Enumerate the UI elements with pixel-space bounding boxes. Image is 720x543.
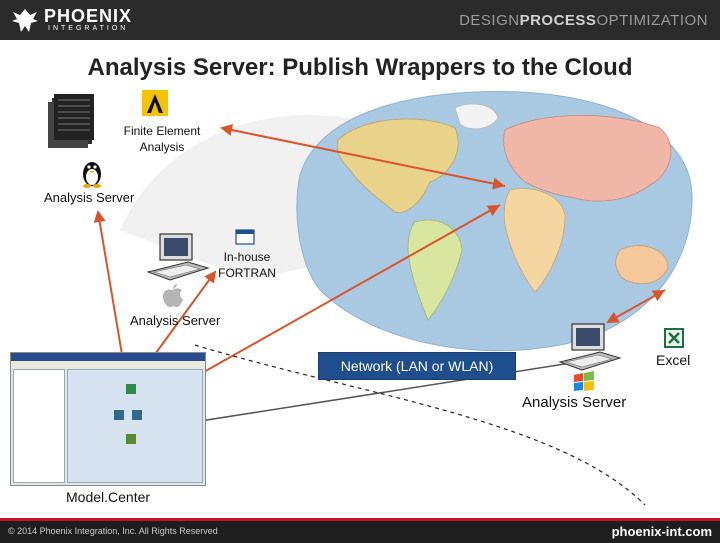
australia (615, 245, 669, 285)
modelcenter-label: Model.Center (66, 489, 151, 505)
footer-copyright: © 2014 Phoenix Integration, Inc. All Rig… (8, 526, 218, 536)
apple-icon (162, 284, 183, 308)
tagline-part3: OPTIMIZATION (596, 12, 708, 29)
windows-server-label: Analysis Server (522, 394, 627, 411)
network-label: Network (LAN or WLAN) (318, 352, 516, 380)
tree-panel (13, 369, 65, 483)
arrow-fea-cloud (220, 124, 506, 190)
tagline-part1: DESIGN (459, 12, 520, 29)
window-toolbar (11, 361, 205, 367)
workflow-node (132, 410, 142, 420)
phoenix-bird-icon (12, 9, 38, 32)
linux-server-label: Analysis Server (44, 190, 135, 205)
workstation-icon-right (558, 323, 622, 371)
africa (503, 188, 566, 293)
mac-server-label: Analysis Server (130, 313, 221, 328)
footer-bar: © 2014 Phoenix Integration, Inc. All Rig… (0, 518, 720, 543)
excel-label: Excel (656, 352, 691, 368)
window-app-icon (235, 229, 255, 245)
logo-subtitle: INTEGRATION (48, 25, 129, 32)
ansys-icon (142, 90, 168, 116)
linux-penguin-icon (83, 162, 101, 188)
footer-url[interactable]: phoenix-int.com (611, 524, 712, 539)
workflow-node (126, 384, 136, 394)
workflow-node (126, 434, 136, 444)
server-rack-icon (48, 94, 94, 148)
europe-asia (503, 115, 672, 202)
workflow-panel (67, 369, 203, 483)
excel-icon (664, 328, 684, 348)
tagline: DESIGNPROCESSOPTIMIZATION (459, 12, 708, 29)
tagline-part2: PROCESS (519, 12, 597, 29)
arrow-windows-cloud (606, 289, 666, 323)
slide-title: Analysis Server: Publish Wrappers to the… (87, 54, 633, 81)
fea-label: Finite Element Analysis (123, 124, 201, 154)
modelcenter-screenshot (10, 352, 206, 486)
workstation-icon (146, 233, 210, 281)
logo-wordmark: PHOENIX (44, 6, 133, 26)
window-titlebar (11, 353, 205, 361)
windows-logo-icon (574, 371, 594, 391)
header-bar: PHOENIX INTEGRATION DESIGNPROCESSOPTIMIZ… (0, 0, 720, 40)
network-dashed-curve (194, 344, 646, 506)
workflow-node (114, 410, 124, 420)
fortran-label: In-house FORTRAN (218, 250, 276, 280)
